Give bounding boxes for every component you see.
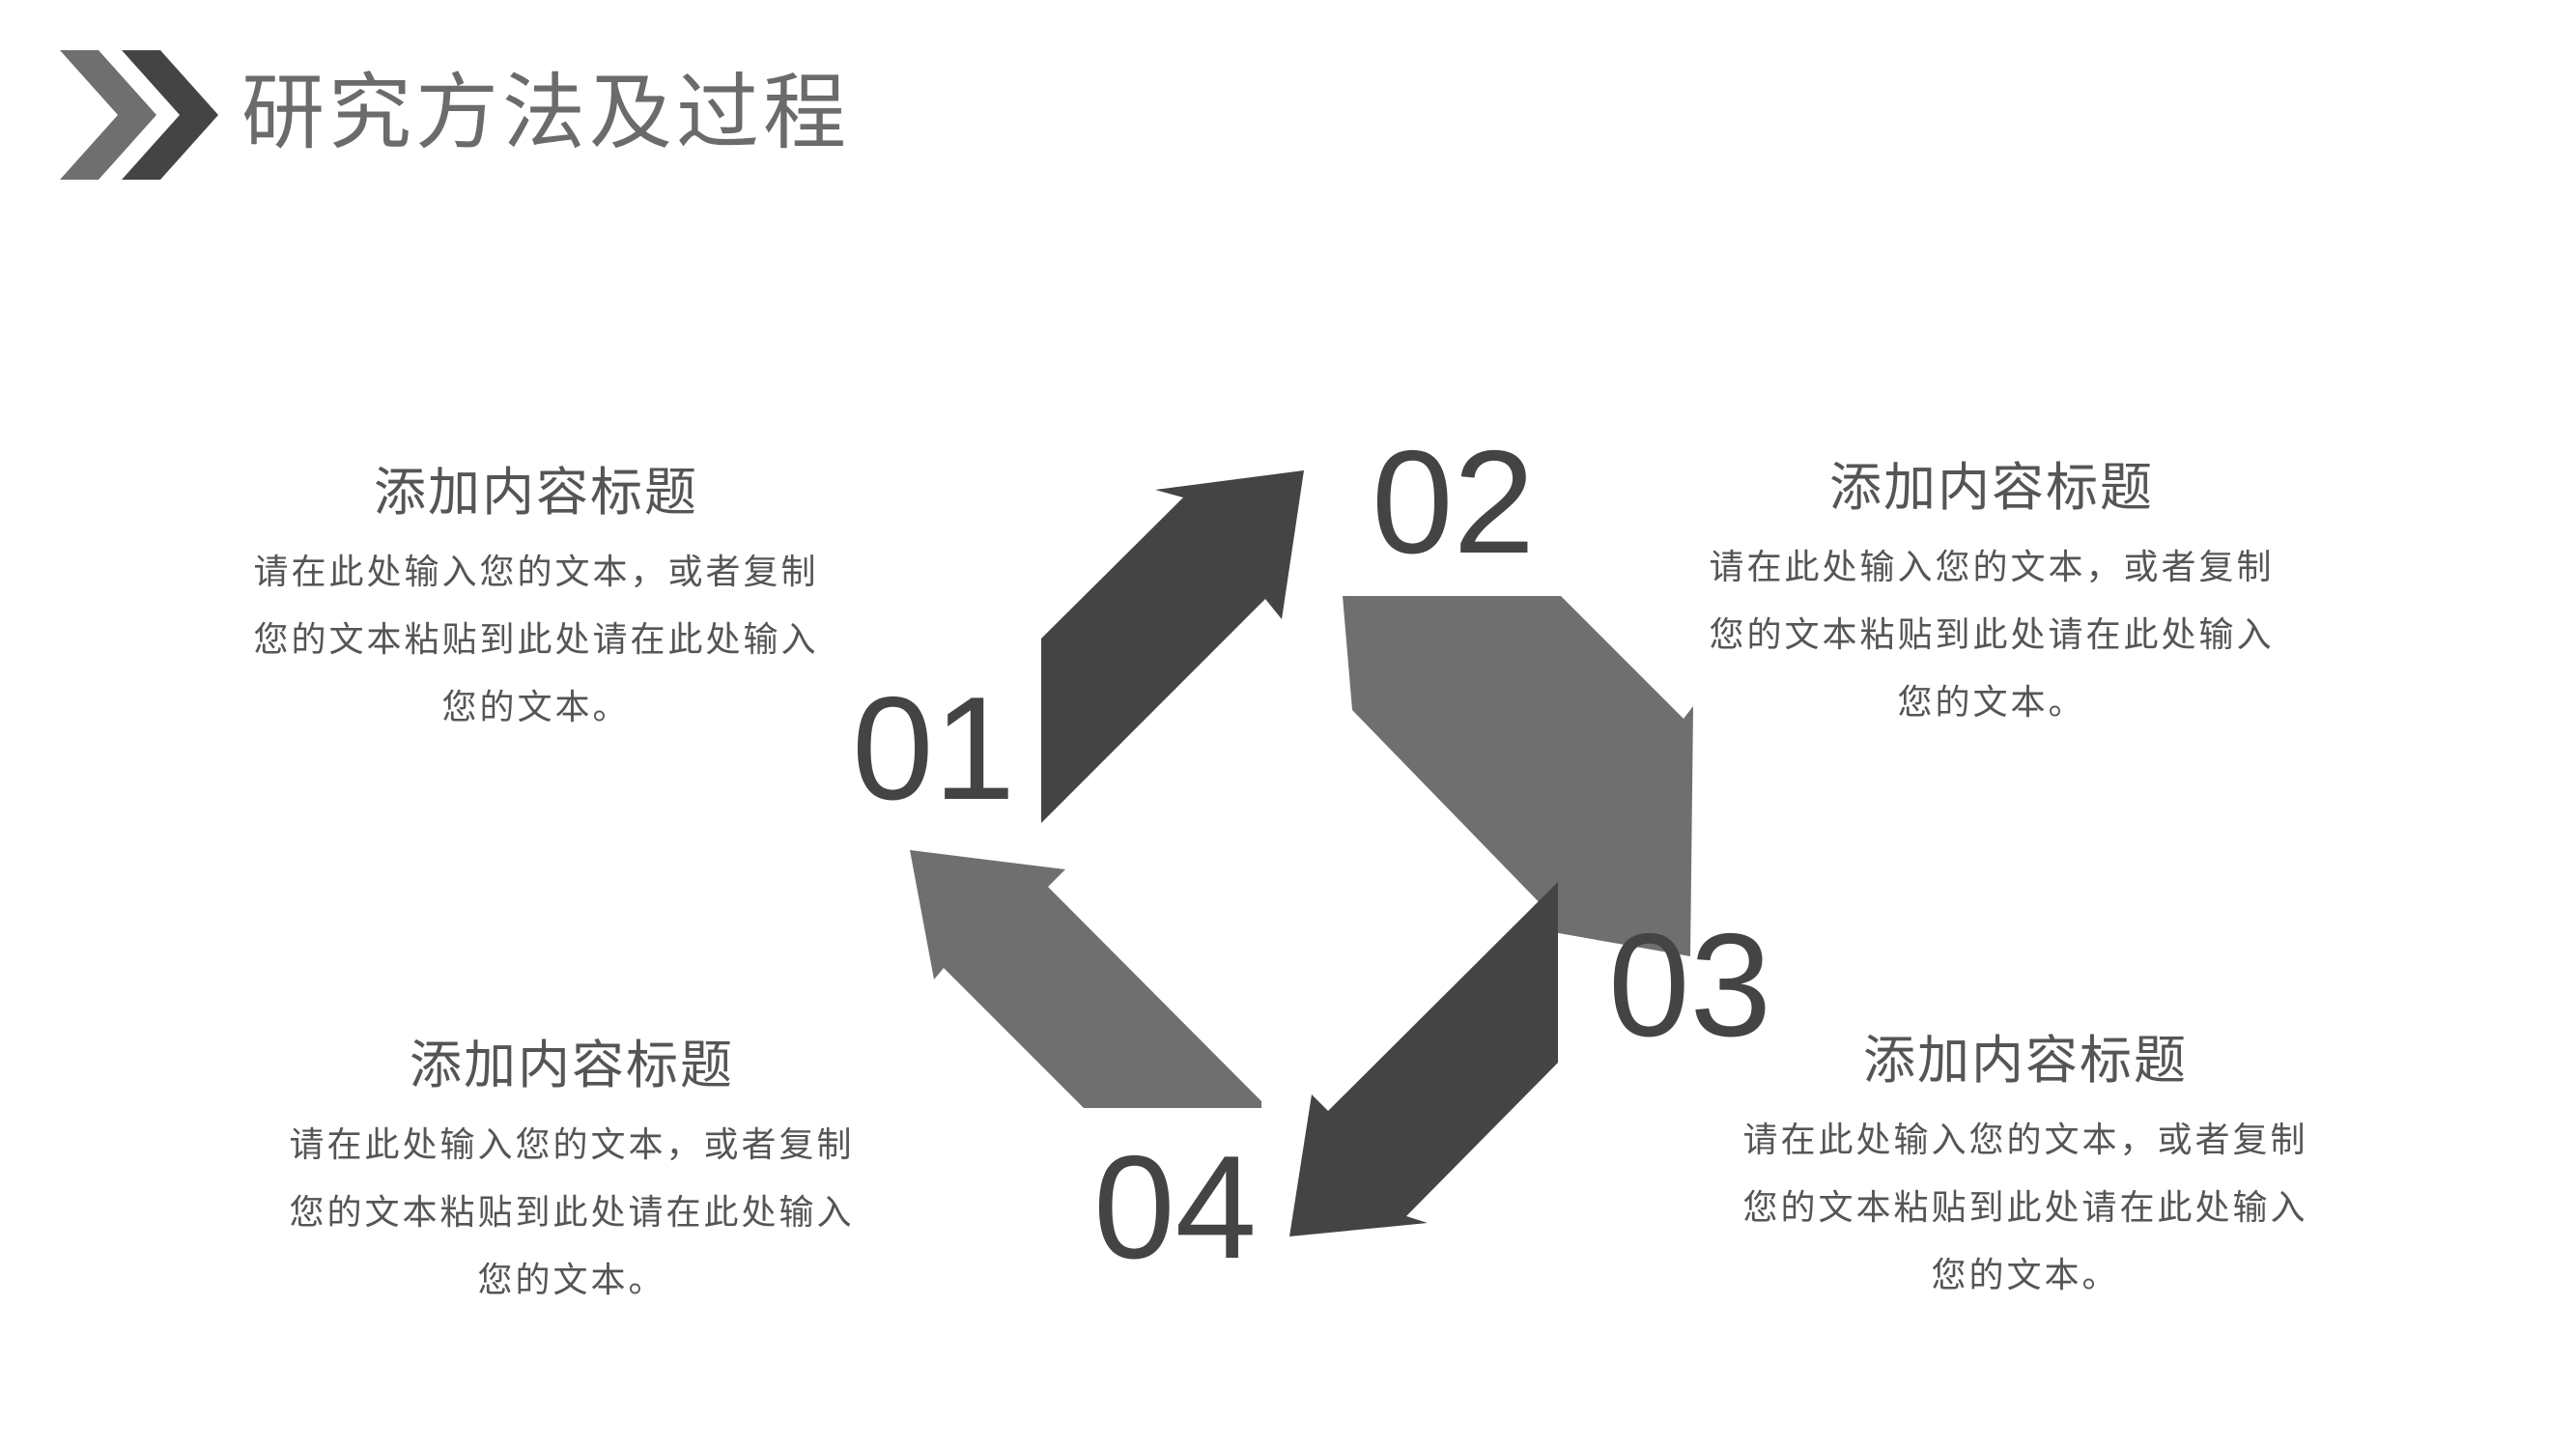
text-block-03: 添加内容标题 请在此处输入您的文本，或者复制您的文本粘贴到此处请在此处输入您的文…	[1726, 1022, 2325, 1310]
text-block-02: 添加内容标题 请在此处输入您的文本，或者复制您的文本粘贴到此处请在此处输入您的文…	[1692, 449, 2291, 737]
step-number-04: 04	[1093, 1125, 1258, 1290]
step-number-01: 01	[852, 667, 1016, 831]
block-title: 添加内容标题	[1829, 457, 2154, 518]
step-number-02: 02	[1372, 420, 1536, 584]
text-block-04: 添加内容标题 请在此处输入您的文本，或者复制您的文本粘贴到此处请在此处输入您的文…	[272, 1027, 871, 1315]
block-body: 请在此处输入您的文本，或者复制您的文本粘贴到此处请在此处输入您的文本。	[1709, 548, 2275, 723]
block-body: 请在此处输入您的文本，或者复制您的文本粘贴到此处请在此处输入您的文本。	[253, 553, 819, 727]
cycle-arrows-diagram	[910, 470, 1693, 1236]
arrow-down-right	[1343, 596, 1693, 956]
page-title: 研究方法及过程	[241, 65, 850, 161]
block-body: 请在此处输入您的文本，或者复制您的文本粘贴到此处请在此处输入您的文本。	[1742, 1121, 2308, 1295]
block-body: 请在此处输入您的文本，或者复制您的文本粘贴到此处请在此处输入您的文本。	[289, 1125, 855, 1300]
arrow-up-right	[1041, 470, 1304, 823]
chevron-front	[122, 50, 218, 180]
block-title: 添加内容标题	[1863, 1030, 2188, 1091]
chevron-back	[60, 50, 156, 180]
chevron-right-icon	[60, 50, 218, 180]
arrow-down-left	[1289, 882, 1558, 1236]
block-title: 添加内容标题	[374, 462, 698, 523]
step-number-03: 03	[1608, 903, 1772, 1067]
text-block-01: 添加内容标题 请在此处输入您的文本，或者复制您的文本粘贴到此处请在此处输入您的文…	[237, 454, 835, 742]
block-title: 添加内容标题	[410, 1035, 734, 1095]
arrow-up-left	[910, 850, 1261, 1108]
